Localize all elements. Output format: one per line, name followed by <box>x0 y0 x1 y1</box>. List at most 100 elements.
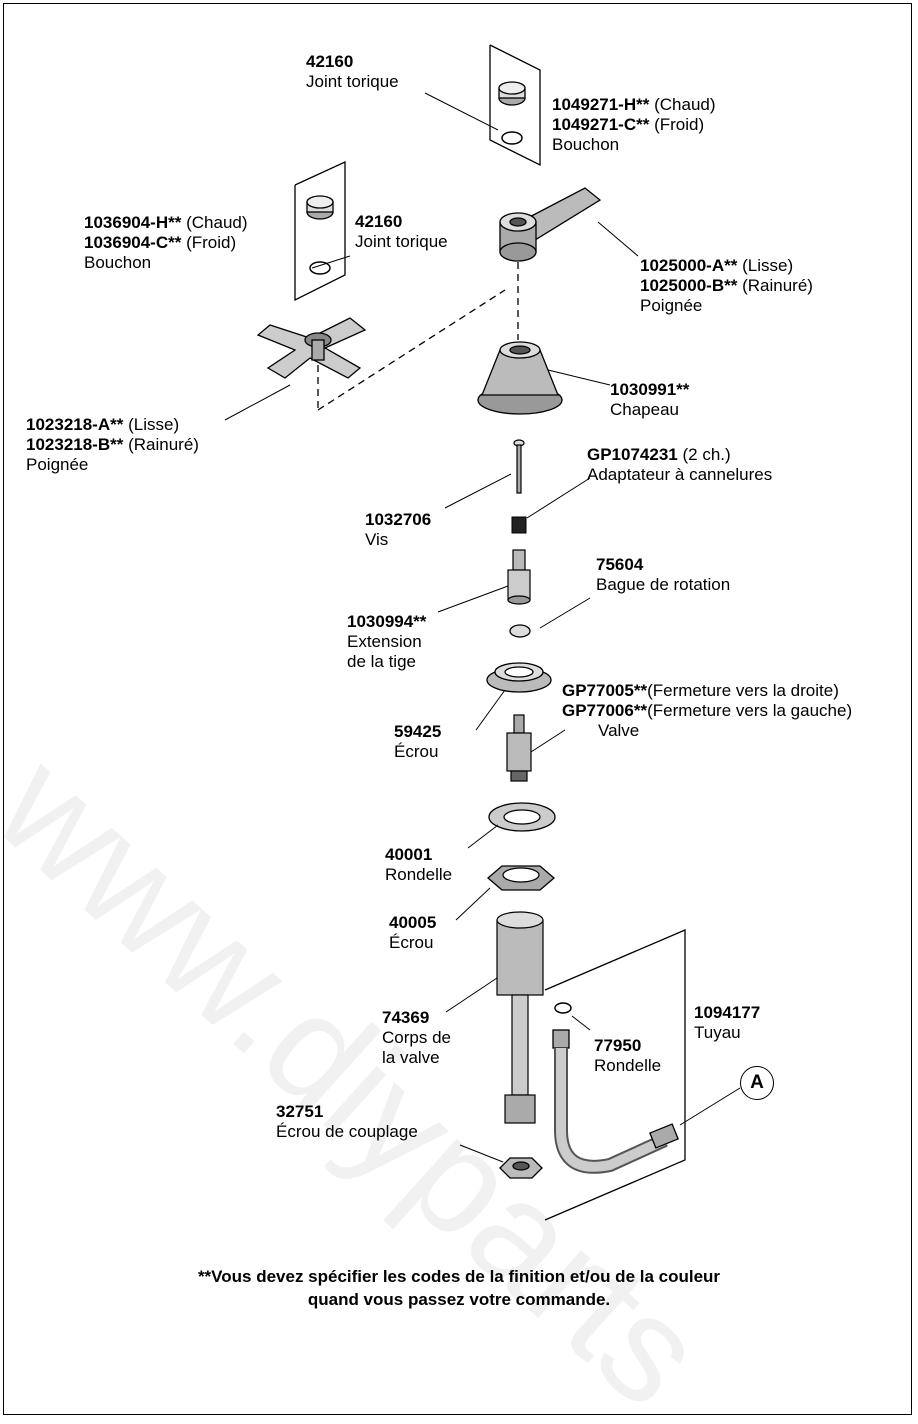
part-code: 1030991** <box>610 380 690 399</box>
label-1025000: 1025000-A** (Lisse) 1025000-B** (Rainuré… <box>640 256 813 316</box>
part-code: 1025000-A** <box>640 256 738 275</box>
label-77950: 77950 Rondelle <box>594 1036 661 1076</box>
assembly-guides <box>317 262 519 411</box>
part-desc: Tuyau <box>694 1023 741 1042</box>
part-desc: Bouchon <box>552 135 620 154</box>
cap-panel-right <box>489 44 541 167</box>
part-desc: Poignée <box>640 296 703 315</box>
label-75604: 75604 Bague de rotation <box>596 555 730 595</box>
footnote-line-1: **Vous devez spécifier les codes de la f… <box>197 1267 721 1286</box>
flange-nut-icon <box>486 662 552 693</box>
stem-extension-icon <box>507 549 531 605</box>
part-code: 40005 <box>389 913 437 932</box>
oring-top-icon <box>501 131 523 145</box>
label-1094177: 1094177 Tuyau <box>694 1003 760 1043</box>
label-1030991: 1030991** Chapeau <box>610 380 689 420</box>
hose-icon <box>552 1029 679 1174</box>
part-note: (Chaud) <box>186 213 248 232</box>
part-desc: Extension <box>347 632 422 651</box>
part-code: 1023218-B** <box>26 435 124 454</box>
part-code: GP77006** <box>562 701 648 720</box>
part-code: 1023218-A** <box>26 415 124 434</box>
part-code: 1036904-C** <box>84 233 182 252</box>
part-code: 1036904-H** <box>84 213 182 232</box>
part-note: (Froid) <box>186 233 237 252</box>
part-desc: Bague de rotation <box>596 575 731 594</box>
callout-a-badge: A <box>740 1066 774 1100</box>
part-desc: Écrou <box>394 742 439 761</box>
label-1032706: 1032706 Vis <box>365 510 431 550</box>
part-desc: Rondelle <box>594 1056 662 1075</box>
footnote-line-2: quand vous passez votre commande. <box>307 1290 611 1309</box>
label-40001: 40001 Rondelle <box>385 845 452 885</box>
part-code: 32751 <box>276 1102 324 1121</box>
part-desc: de la tige <box>347 652 416 671</box>
label-42160-top: 42160 Joint torique <box>306 52 399 92</box>
part-note: (Rainuré) <box>128 435 199 454</box>
part-note: (Froid) <box>654 115 705 134</box>
oring-left-icon <box>309 261 331 275</box>
label-1049271: 1049271-H** (Chaud) 1049271-C** (Froid) … <box>552 95 716 155</box>
label-42160-left: 42160 Joint torique <box>355 212 448 252</box>
part-note: (Chaud) <box>654 95 716 114</box>
part-code: 1049271-C** <box>552 115 650 134</box>
spline-adapter-icon <box>511 516 527 534</box>
hose-panel <box>544 929 686 1221</box>
part-code: GP77005** <box>562 681 648 700</box>
part-note: (Rainuré) <box>742 276 813 295</box>
part-desc: Écrou de couplage <box>276 1122 418 1141</box>
part-desc: Bouchon <box>84 253 152 272</box>
bonnet-icon <box>477 341 563 415</box>
label-gp77005-77006: GP77005**(Fermeture vers la droite) GP77… <box>562 681 852 741</box>
part-code: 59425 <box>394 722 442 741</box>
part-desc: la valve <box>382 1048 440 1067</box>
part-code: 40001 <box>385 845 433 864</box>
part-desc: Chapeau <box>610 400 680 419</box>
part-code: 1094177 <box>694 1003 761 1022</box>
part-desc: Vis <box>365 530 389 549</box>
part-desc: Écrou <box>389 933 434 952</box>
rotation-ring-icon <box>509 624 531 638</box>
part-desc: Adaptateur à cannelures <box>587 465 773 484</box>
washer-77950-icon <box>554 1002 572 1014</box>
part-note: (Fermeture vers la droite) <box>647 681 839 700</box>
label-74369: 74369 Corps de la valve <box>382 1008 451 1068</box>
part-desc: Rondelle <box>385 865 453 884</box>
part-desc: Joint torique <box>306 72 399 91</box>
part-code: 1049271-H** <box>552 95 650 114</box>
label-gp1074231: GP1074231 (2 ch.) Adaptateur à cannelure… <box>587 445 772 485</box>
valve-body-icon <box>496 911 544 1124</box>
part-code: 42160 <box>306 52 354 71</box>
label-32751: 32751 Écrou de couplage <box>276 1102 418 1142</box>
label-59425: 59425 Écrou <box>394 722 441 762</box>
screw-icon <box>513 439 525 494</box>
label-40005: 40005 Écrou <box>389 913 436 953</box>
part-code: 1030994** <box>347 612 427 631</box>
part-note: (2 ch.) <box>682 445 731 464</box>
page-border <box>3 3 912 1415</box>
part-code: 1032706 <box>365 510 432 529</box>
label-1023218: 1023218-A** (Lisse) 1023218-B** (Rainuré… <box>26 415 199 475</box>
label-1030994: 1030994** Extension de la tige <box>347 612 426 672</box>
part-code: GP1074231 <box>587 445 678 464</box>
part-code: 74369 <box>382 1008 430 1027</box>
leader-lines <box>224 92 741 1163</box>
cap-panel-left <box>294 160 346 302</box>
part-code: 42160 <box>355 212 403 231</box>
lever-handle-icon <box>499 187 602 262</box>
valve-cartridge-icon <box>506 714 532 782</box>
coupling-nut-icon <box>499 1157 543 1179</box>
part-note: (Lisse) <box>128 415 180 434</box>
label-1036904: 1036904-H** (Chaud) 1036904-C** (Froid) … <box>84 213 248 273</box>
part-code: 1025000-B** <box>640 276 738 295</box>
part-note: (Fermeture vers la gauche) <box>647 701 853 720</box>
cross-handle-icon <box>256 317 367 379</box>
part-desc: Valve <box>598 721 640 740</box>
order-footnote: **Vous devez spécifier les codes de la f… <box>0 1265 918 1311</box>
part-note: (Lisse) <box>742 256 794 275</box>
part-desc: Corps de <box>382 1028 451 1047</box>
washer-40001-icon <box>488 802 556 832</box>
cap-1036904-icon <box>306 195 334 220</box>
